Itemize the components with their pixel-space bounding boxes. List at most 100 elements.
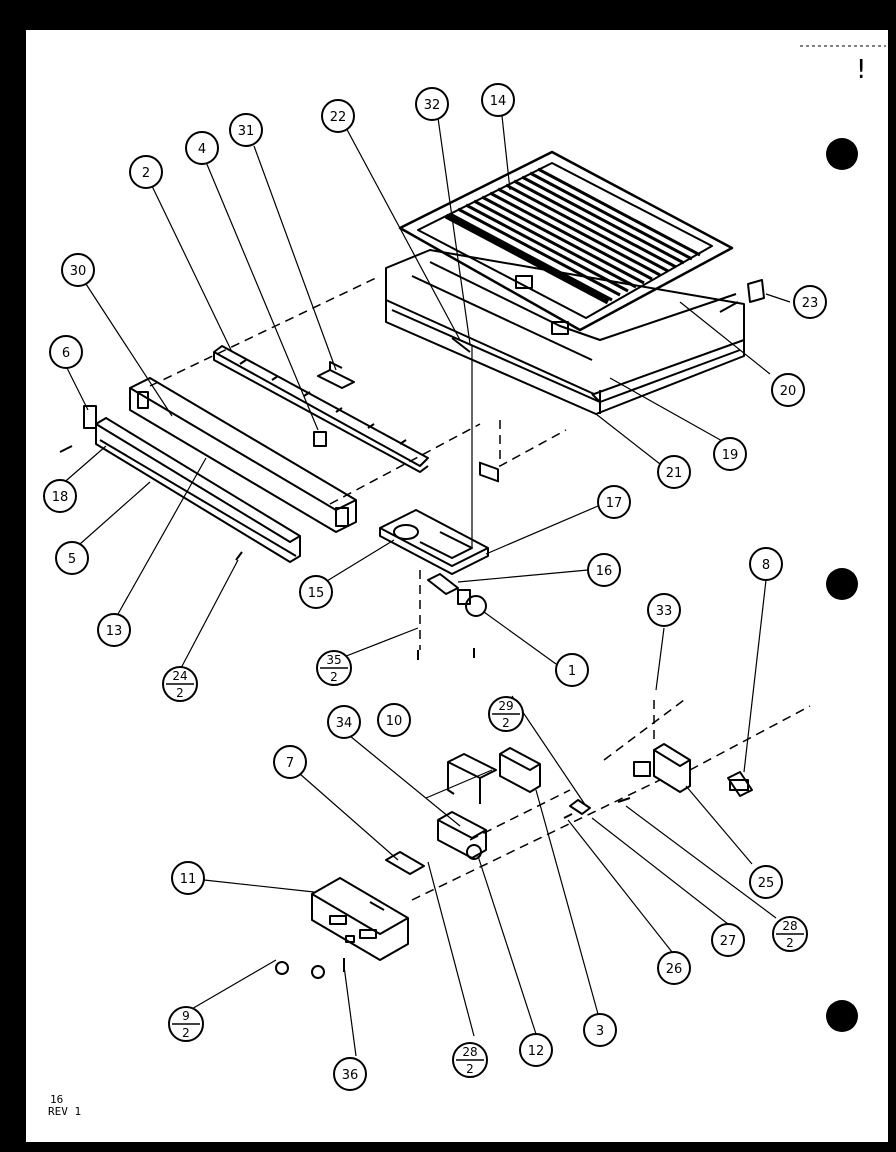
- svg-text:9: 9: [182, 1009, 190, 1023]
- svg-text:21: 21: [666, 466, 683, 481]
- control-housing-parts: [385, 747, 591, 875]
- callout-7: 7: [273, 745, 307, 779]
- svg-text:29: 29: [498, 699, 513, 713]
- svg-text:31: 31: [238, 124, 255, 139]
- control-box: [311, 877, 409, 961]
- corner-mark: !: [856, 55, 866, 85]
- rail-assembly: [213, 345, 429, 473]
- callout-34: 34: [327, 705, 361, 739]
- punch-hole-middle: [826, 568, 858, 600]
- svg-text:28: 28: [782, 919, 797, 933]
- callout-labels: 1 2 3 4 5 6 7 8 10 11 12 13 14 15 16 17 …: [43, 83, 827, 1091]
- crisper-cover-assembly: [385, 150, 765, 483]
- lower-trim-strip: [83, 405, 301, 563]
- svg-text:2: 2: [142, 166, 150, 181]
- svg-text:34: 34: [336, 716, 353, 731]
- punch-hole-top: [826, 138, 858, 170]
- svg-text:16: 16: [596, 564, 613, 579]
- callout-28-fraction-bottom: 28 2: [452, 1042, 488, 1078]
- svg-text:2: 2: [182, 1026, 190, 1040]
- callout-15: 15: [299, 575, 333, 609]
- svg-text:3: 3: [596, 1024, 604, 1039]
- callout-11: 11: [171, 861, 205, 895]
- svg-text:32: 32: [424, 98, 441, 113]
- punch-hole-bottom: [826, 1000, 858, 1032]
- callout-28-fraction-right: 28 2: [772, 916, 808, 952]
- callout-8: 8: [749, 547, 783, 581]
- svg-text:4: 4: [198, 142, 206, 157]
- revision-label: REV 1: [48, 1105, 82, 1118]
- svg-text:2: 2: [502, 716, 510, 730]
- callout-26: 26: [657, 951, 691, 985]
- svg-text:13: 13: [106, 624, 123, 639]
- callout-36: 36: [333, 1057, 367, 1091]
- callout-17: 17: [597, 485, 631, 519]
- callout-19: 19: [713, 437, 747, 471]
- screw-hardware: [59, 337, 631, 979]
- svg-text:2: 2: [330, 670, 338, 684]
- svg-text:14: 14: [490, 94, 507, 109]
- callout-25: 25: [749, 865, 783, 899]
- svg-text:36: 36: [342, 1068, 359, 1083]
- bulb-socket: [427, 573, 487, 617]
- callout-30: 30: [61, 253, 95, 287]
- callout-27: 27: [711, 923, 745, 957]
- svg-text:15: 15: [308, 586, 325, 601]
- callout-9-fraction: 9 2: [168, 1006, 204, 1042]
- svg-text:18: 18: [52, 490, 69, 505]
- svg-text:30: 30: [70, 264, 87, 279]
- svg-text:8: 8: [762, 558, 770, 573]
- callout-21: 21: [657, 455, 691, 489]
- callout-32: 32: [415, 87, 449, 121]
- svg-text:17: 17: [606, 496, 623, 511]
- svg-text:2: 2: [176, 686, 184, 700]
- callout-14: 14: [481, 83, 515, 117]
- callout-5: 5: [55, 541, 89, 575]
- callout-16: 16: [587, 553, 621, 587]
- svg-text:20: 20: [780, 384, 797, 399]
- callout-20: 20: [771, 373, 805, 407]
- svg-text:7: 7: [286, 756, 294, 771]
- fraction-callouts: 24 2 35 2 29 2 28 2: [162, 650, 808, 1078]
- svg-text:11: 11: [180, 872, 197, 887]
- callout-35-fraction: 35 2: [316, 650, 352, 686]
- callout-23: 23: [793, 285, 827, 319]
- callout-3: 3: [583, 1013, 617, 1047]
- page-number: 16: [50, 1093, 64, 1106]
- valve-assembly: [633, 743, 753, 797]
- svg-text:2: 2: [786, 936, 794, 950]
- callout-12: 12: [519, 1033, 553, 1067]
- svg-text:22: 22: [330, 110, 347, 125]
- callout-31: 31: [229, 113, 263, 147]
- svg-text:2: 2: [466, 1062, 474, 1076]
- callout-6: 6: [49, 335, 83, 369]
- callout-22: 22: [321, 99, 355, 133]
- leader-lines: [59, 115, 791, 1057]
- callout-13: 13: [97, 613, 131, 647]
- callout-18: 18: [43, 479, 77, 513]
- callout-4: 4: [185, 131, 219, 165]
- svg-text:24: 24: [172, 669, 187, 683]
- callout-24-fraction: 24 2: [162, 666, 198, 702]
- callout-33: 33: [647, 593, 681, 627]
- svg-text:28: 28: [462, 1045, 477, 1059]
- svg-text:33: 33: [656, 604, 673, 619]
- svg-text:5: 5: [68, 552, 76, 567]
- svg-text:35: 35: [326, 653, 341, 667]
- callout-2: 2: [129, 155, 163, 189]
- svg-text:1: 1: [568, 664, 576, 679]
- svg-text:6: 6: [62, 346, 70, 361]
- svg-text:25: 25: [758, 876, 775, 891]
- svg-text:19: 19: [722, 448, 739, 463]
- svg-text:10: 10: [386, 714, 403, 729]
- front-trim-panel: [129, 377, 357, 533]
- svg-text:23: 23: [802, 296, 819, 311]
- callout-1: 1: [555, 653, 589, 687]
- svg-text:26: 26: [666, 962, 683, 977]
- callout-10: 10: [377, 703, 411, 737]
- callout-29-fraction: 29 2: [488, 696, 524, 732]
- assembly-guide-lines: [149, 275, 811, 901]
- svg-text:12: 12: [528, 1044, 545, 1059]
